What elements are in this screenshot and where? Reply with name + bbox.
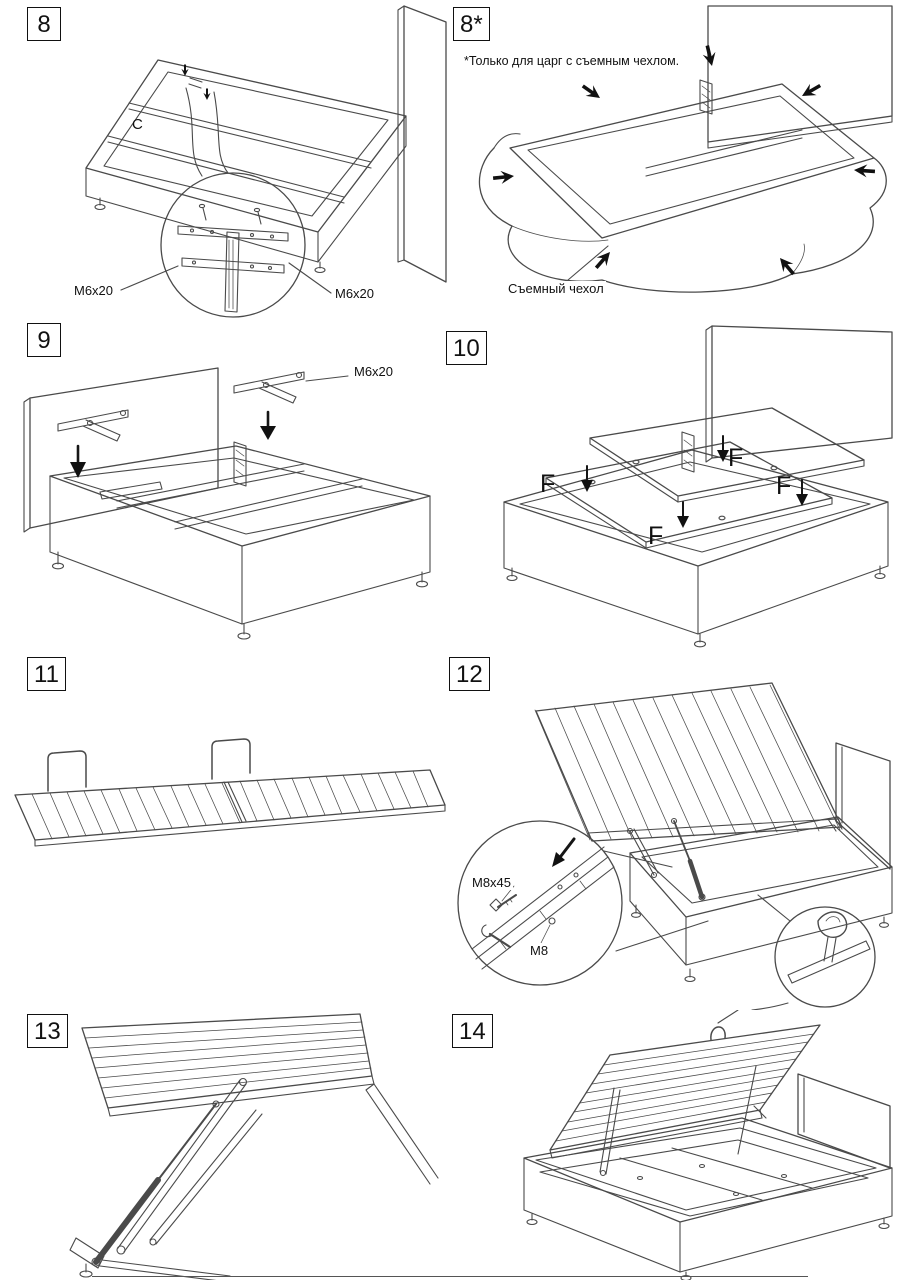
strap-leader [757,894,791,922]
headboard-drawing [835,742,891,870]
step-11-panel: 11 [0,655,450,1010]
step-12-number: 12 [449,657,490,691]
bed-frame-drawing [85,59,407,274]
headboard-drawing [707,5,893,149]
bed-base-drawing [629,816,893,983]
step-14-number-text: 14 [459,1017,486,1045]
step-14-illustration [523,1010,893,1280]
step-14-number: 14 [452,1014,493,1048]
step-12-illustration [457,682,893,1010]
step-11-illustration [14,738,446,847]
label-screw-m6: M6x20 [352,364,396,379]
step-8a-number: 8* [453,7,490,41]
lift-bracket-left [57,409,129,442]
down-arrow-icon [70,444,86,478]
detail-magnifier-strut [457,820,623,986]
gas-strut-drawing [91,1100,220,1267]
magnifier-leader [185,87,229,177]
slat-frame-closeup [81,1013,439,1185]
headboard-drawing [705,325,893,463]
label-part-f-1: F [540,470,556,498]
label-part-f-4: F [648,522,664,550]
lift-mechanism-arms [116,1077,263,1255]
label-leader [305,375,349,382]
cover-label-leader [567,245,609,281]
label-key-m8: M8 [528,943,551,958]
down-arrow-icon [796,479,808,506]
bed-frame-drawing [503,431,889,648]
step-8a-illustration [478,5,893,293]
assembly-arrows [492,45,876,276]
down-arrow-icon [677,501,689,528]
step-9-number-text: 9 [37,326,51,354]
raised-slat-frame-drawing [534,682,843,842]
step-10-illustration [503,325,893,648]
label-part-f-3: F [776,472,792,500]
step-8-number: 8 [27,7,61,41]
step-13-panel: 13 [0,1010,450,1280]
removable-cover-drawing [478,133,887,293]
step-8a-number-text: 8* [460,10,483,38]
step-9-number: 9 [27,323,61,357]
step-10-panel: 10 [440,320,900,655]
strap-leader-down [751,1002,789,1010]
page-divider [92,1276,808,1277]
label-removable-cover: Съемный чехол [506,281,606,296]
label-leader-right [288,262,332,294]
bottom-panels-drawing [545,407,865,549]
bed-frame-drawing [49,441,431,640]
headboard-drawing [797,1073,891,1169]
detail-magnifier [160,172,306,318]
handle-right [211,738,251,780]
label-screw-m6-left: M6x20 [72,283,116,298]
step-8-illustration [85,5,447,318]
down-arrow-icon [260,410,276,440]
raised-slat-frame-drawing [549,1024,821,1159]
slatted-base-drawing [14,769,446,847]
assembly-arrow-icon [181,64,189,76]
corner-bracket-and-foot [69,1237,231,1280]
step-13-number: 13 [27,1014,68,1048]
detail-magnifier-strap [751,894,876,1010]
bed-base-drawing [523,1117,893,1280]
strap-drawing [710,1010,739,1041]
gas-strut-drawing [599,1065,757,1177]
footnote-removable-cover: *Только для царг с съемным чехлом. [464,54,680,68]
step-8-number-text: 8 [37,10,51,38]
step-8a-panel: 8* [450,0,900,320]
step-10-number: 10 [446,331,487,365]
label-screw-m6-right: M6x20 [333,286,377,301]
step-12-panel: 12 [440,655,900,1010]
step-13-illustration [69,1013,439,1280]
step-14-panel: 14 [440,1010,900,1280]
label-bolt-m8x45: M8x45 [470,875,514,890]
label-leader-left [120,265,179,291]
step-12-number-text: 12 [456,660,483,688]
step-9-illustration [23,367,431,640]
lift-bracket-right [233,371,305,404]
step-11-number: 11 [27,657,66,691]
label-part-f-2: F [728,444,744,472]
down-arrow-icon [581,465,593,492]
gas-strut-drawing [626,817,706,901]
step-9-panel: 9 [0,320,450,655]
step-8-panel: 8 [0,0,450,320]
step-11-number-text: 11 [34,660,59,688]
step-10-number-text: 10 [453,334,480,362]
assembly-arrow-icon [203,88,211,100]
step-13-number-text: 13 [34,1017,61,1045]
label-part-c: C [132,116,143,133]
down-arrow-icon [717,435,729,462]
headboard-drawing [397,5,447,283]
bed-frame-drawing [509,79,875,239]
magnifier-leader [603,850,709,952]
handle-left [47,750,87,792]
